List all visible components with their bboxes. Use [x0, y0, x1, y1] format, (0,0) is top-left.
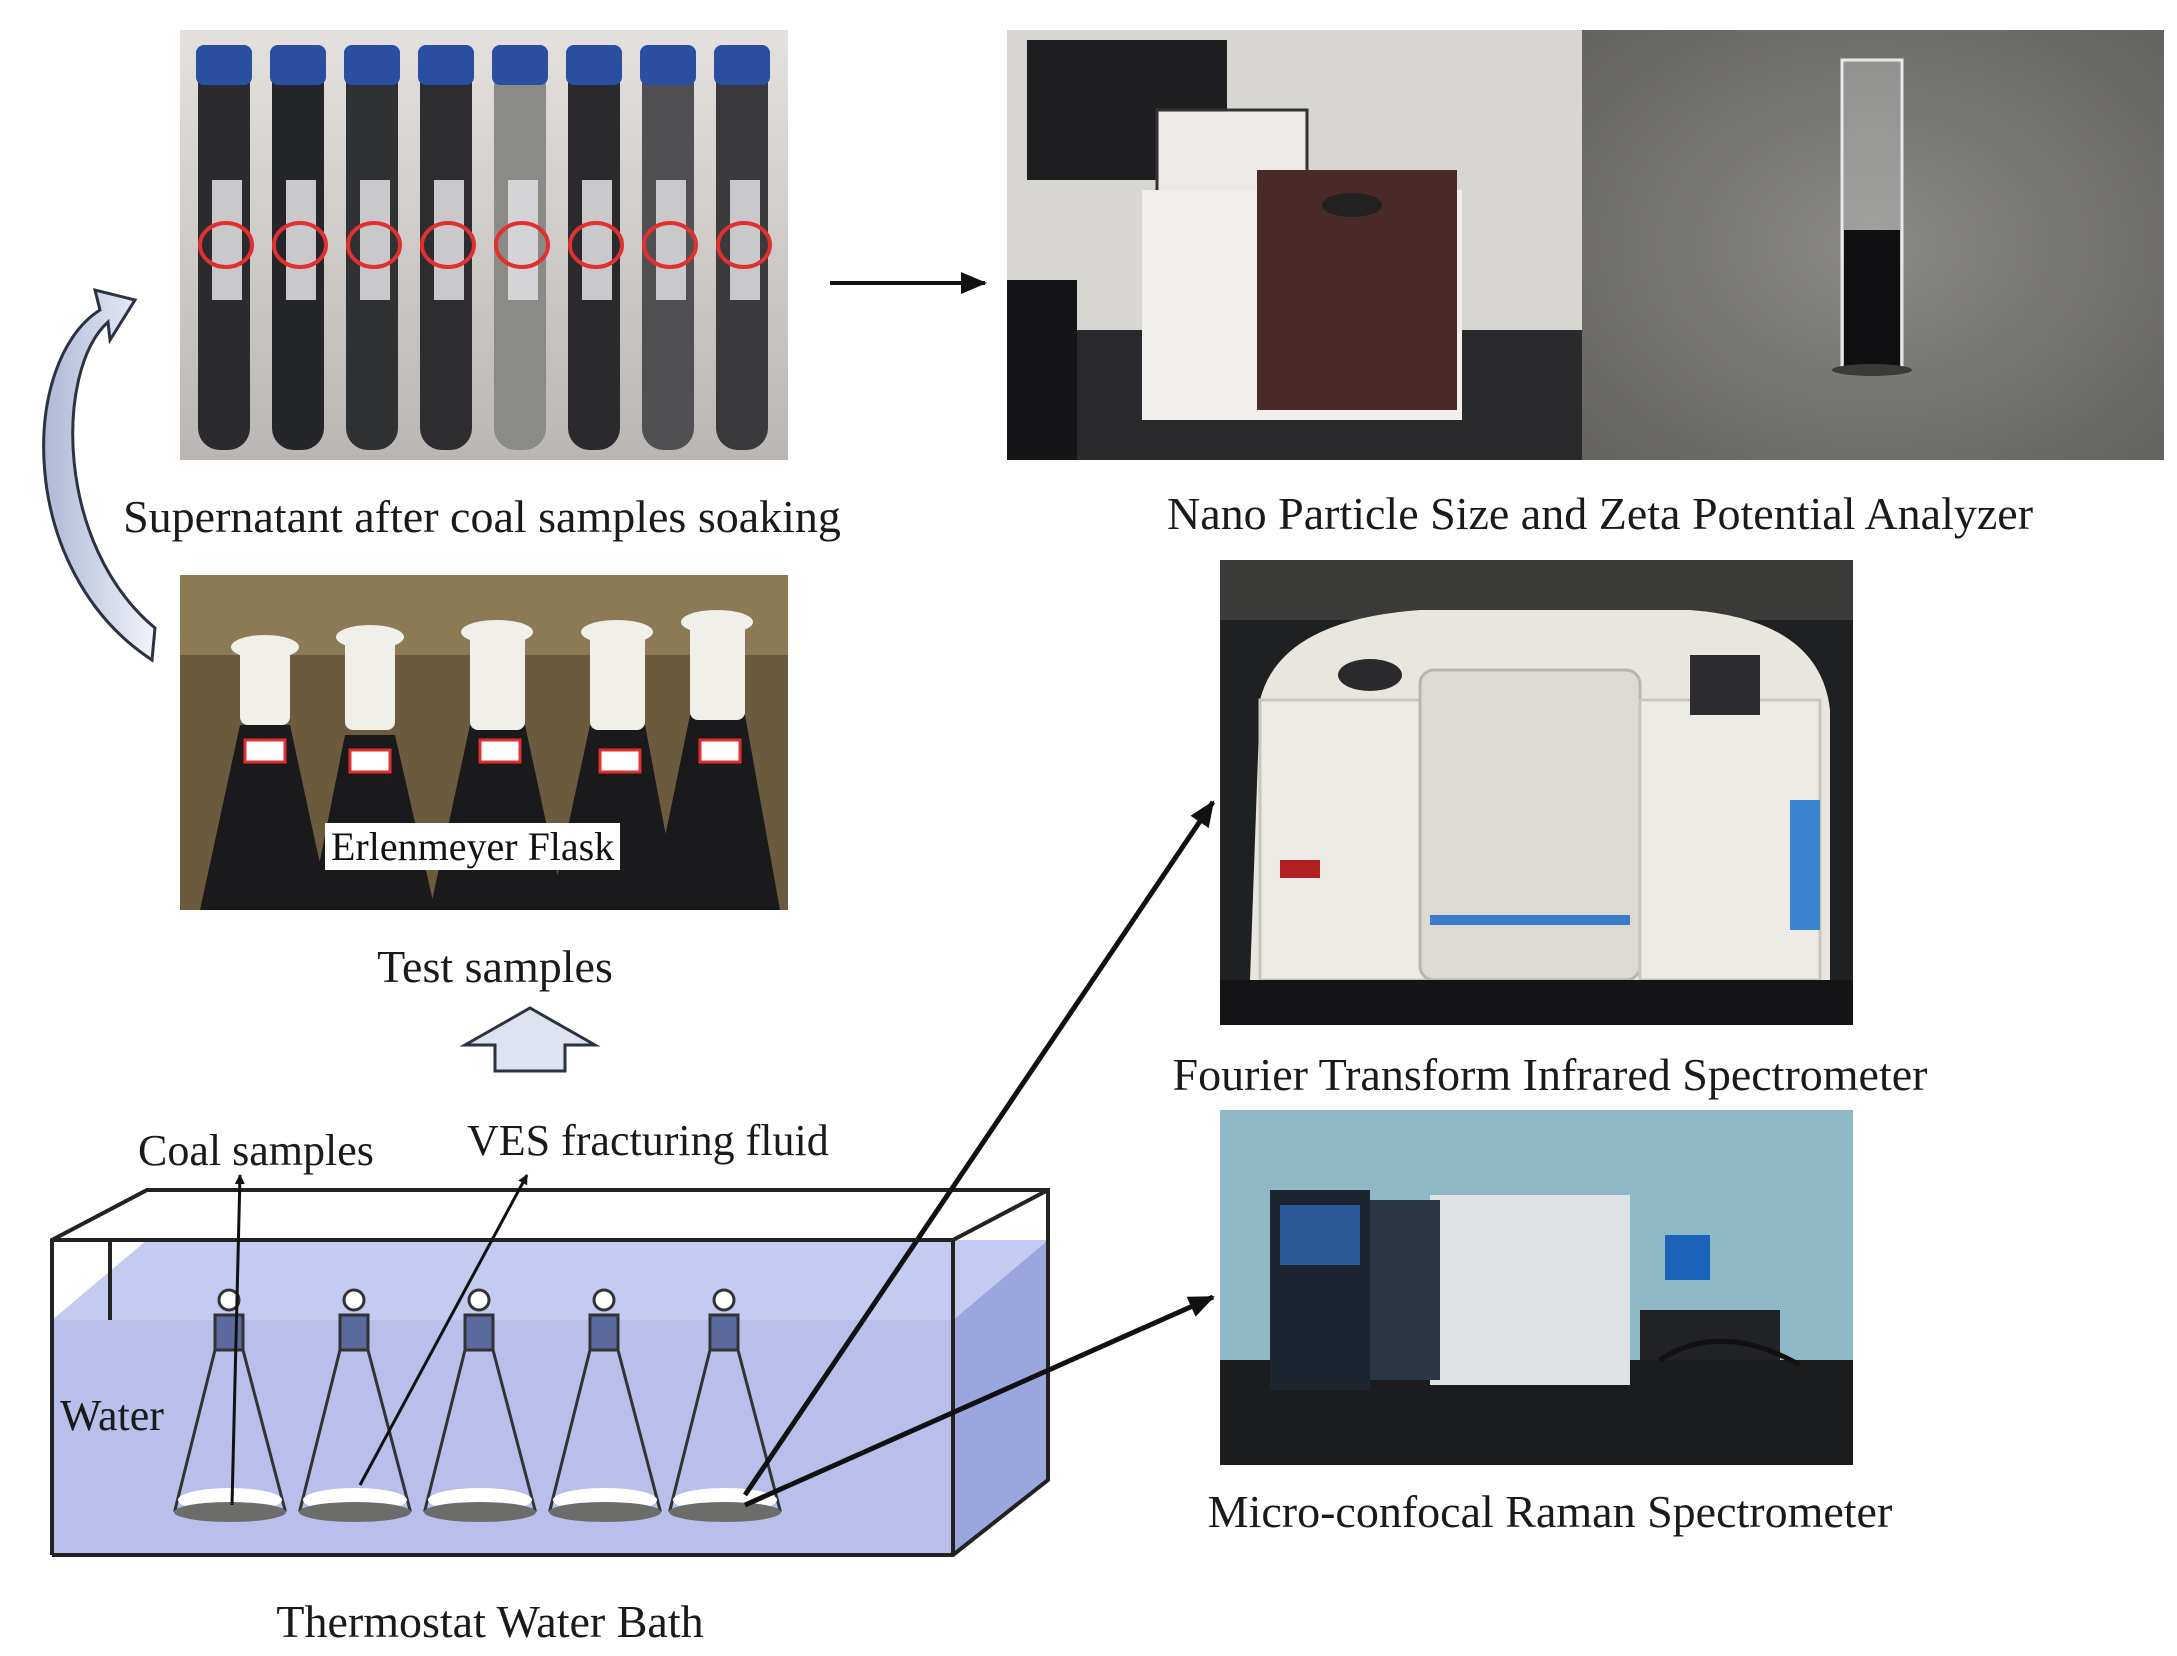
zeta-cuvette-photo [1582, 30, 2164, 460]
leader-coal-samples [230, 1174, 245, 1506]
caption-water-bath: Thermostat Water Bath [276, 1596, 704, 1647]
bath-flask [668, 1288, 782, 1522]
leader-ves-fluid [358, 1174, 529, 1486]
caption-nano-analyzer: Nano Particle Size and Zeta Potential An… [1166, 488, 2034, 539]
thermostat-water-bath [50, 1188, 1050, 1557]
bath-flasks [173, 1288, 782, 1522]
curved-arrow-icon [42, 287, 157, 663]
arrow-bath-to-raman [743, 1294, 1215, 1508]
raman-spectrometer-photo [1220, 1110, 1853, 1465]
bath-flask [298, 1288, 412, 1522]
caption-ftir: Fourier Transform Infrared Spectrometer [1172, 1049, 1928, 1100]
label-coal-samples: Coal samples [138, 1126, 374, 1175]
caption-raman: Micro-confocal Raman Spectrometer [1207, 1486, 1893, 1537]
bath-flask [423, 1288, 537, 1522]
bath-flask [548, 1288, 662, 1522]
caption-supernatant: Supernatant after coal samples soaking [123, 491, 841, 542]
erlenmeyer-flask-label: Erlenmeyer Flask [325, 823, 621, 870]
supernatant-tubes-photo [180, 30, 788, 460]
up-arrow-icon [459, 1006, 601, 1073]
ftir-spectrometer-photo [1220, 560, 1853, 1025]
label-water: Water [60, 1391, 164, 1440]
label-ves-fluid: VES fracturing fluid [467, 1116, 829, 1165]
caption-test-samples: Test samples [377, 941, 613, 992]
nano-analyzer-photo [1007, 30, 1582, 460]
bath-flask [173, 1288, 287, 1522]
